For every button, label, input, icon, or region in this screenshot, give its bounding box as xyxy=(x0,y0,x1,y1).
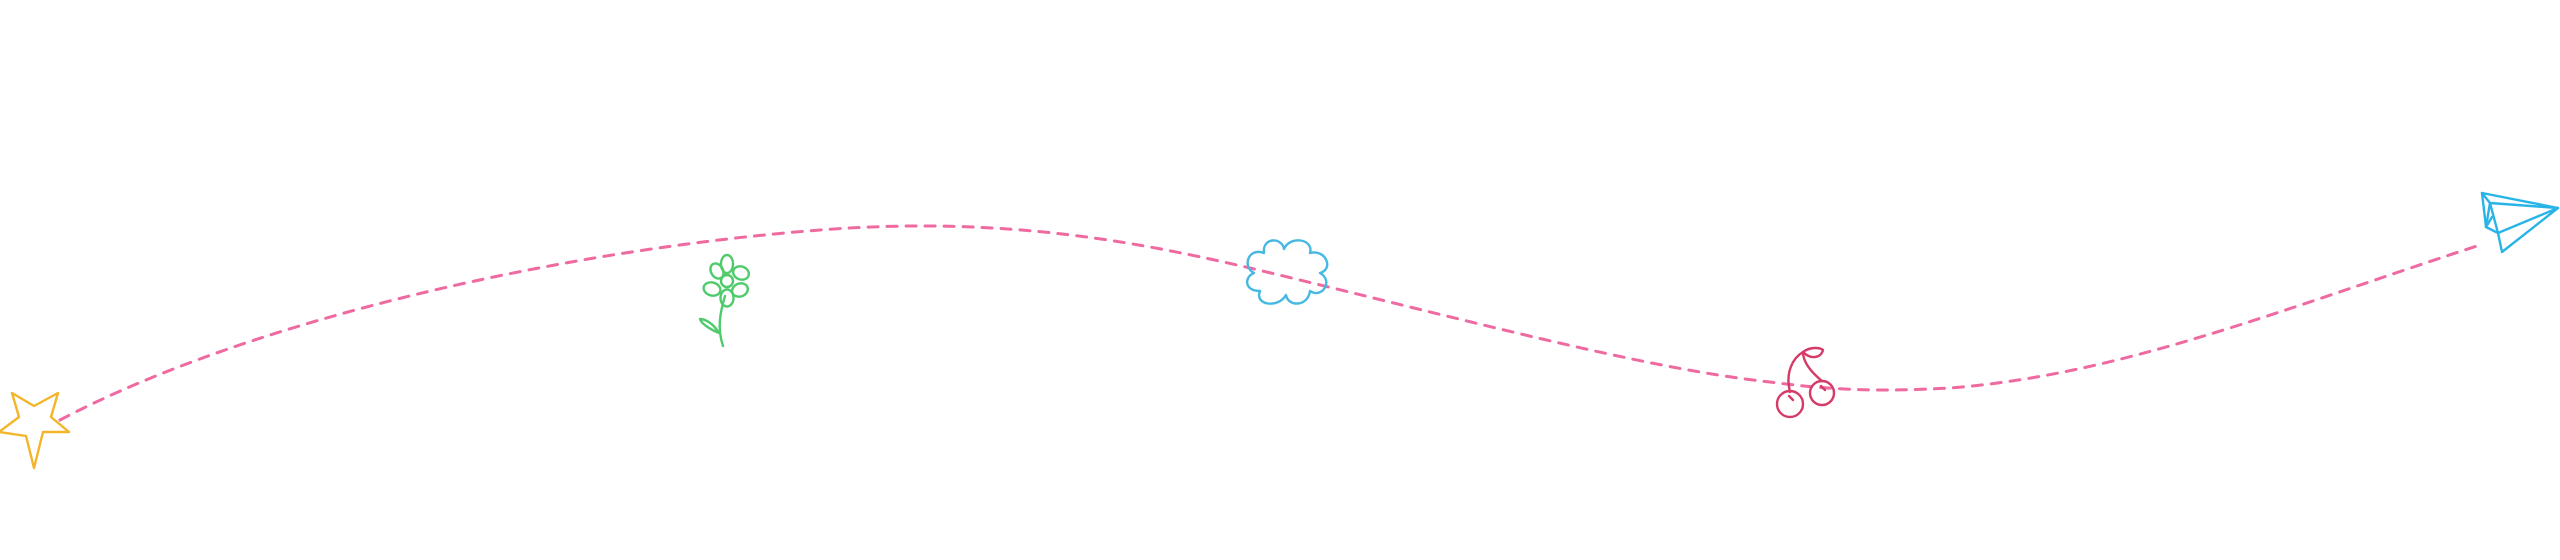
cloud-icon xyxy=(1246,239,1329,305)
star-icon xyxy=(0,391,71,470)
paper-plane-icon xyxy=(2480,191,2560,254)
flower-icon xyxy=(698,253,751,348)
cherry-icon xyxy=(1775,346,1836,419)
dashed-path xyxy=(58,224,2482,422)
